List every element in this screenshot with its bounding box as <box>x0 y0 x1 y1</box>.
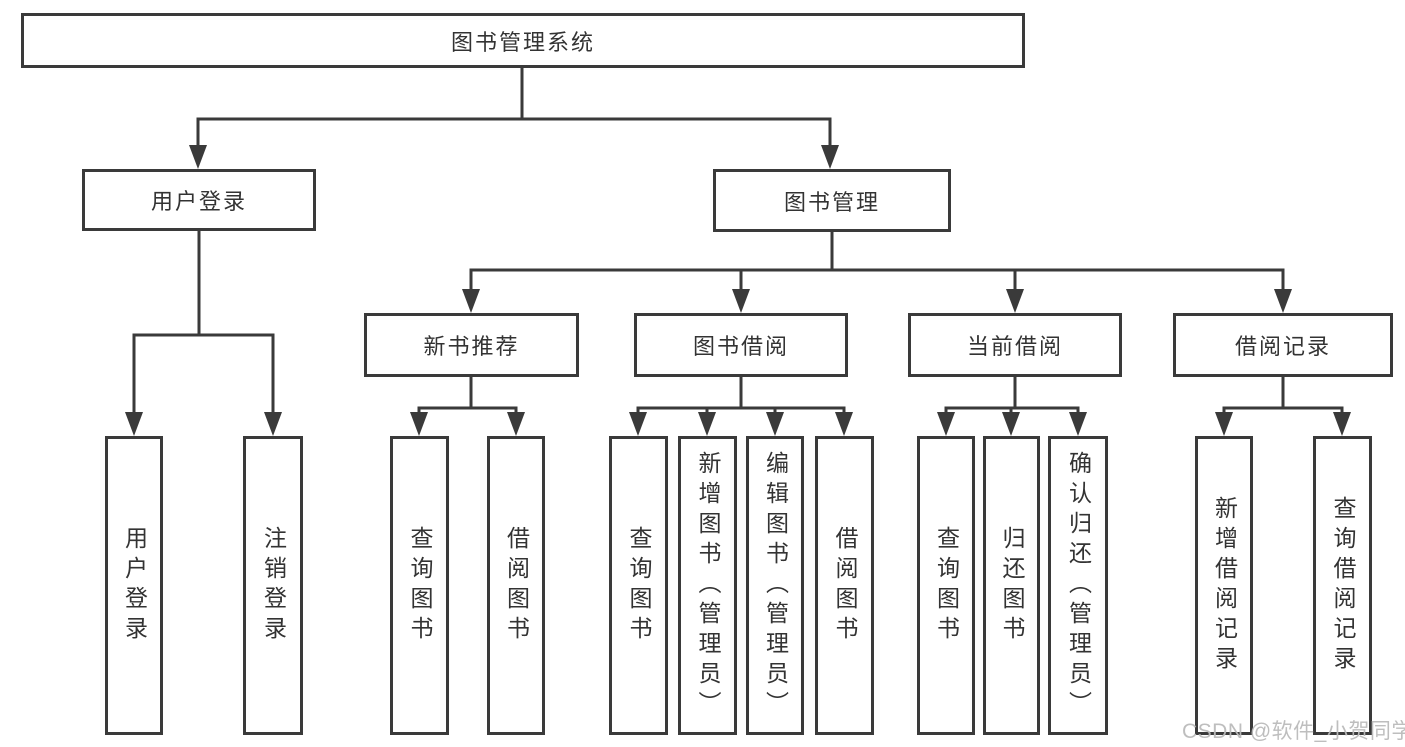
node-add-book-admin: 新增图书（管理员） <box>678 436 737 735</box>
current-borrow-connector <box>937 377 1087 436</box>
node-return-books: 归还图书 <box>983 436 1040 735</box>
new-book-connector <box>410 377 525 436</box>
node-new-book-recommend: 新书推荐 <box>364 313 579 377</box>
node-book-management-branch: 图书管理 <box>713 169 951 232</box>
node-add-borrow-record: 新增借阅记录 <box>1195 436 1253 735</box>
node-user-login-branch: 用户登录 <box>82 169 316 231</box>
node-edit-book-admin: 编辑图书（管理员） <box>746 436 804 735</box>
node-borrow-records: 借阅记录 <box>1173 313 1393 377</box>
node-query-books-borrow: 查询图书 <box>609 436 668 735</box>
watermark: CSDN @软件_小贺同学 <box>1182 720 1405 743</box>
node-logout: 注销登录 <box>243 436 303 735</box>
node-query-books-current: 查询图书 <box>917 436 975 735</box>
node-root: 图书管理系统 <box>21 13 1025 68</box>
node-borrow-books-recommend: 借阅图书 <box>487 436 545 735</box>
node-current-borrow: 当前借阅 <box>908 313 1122 377</box>
node-user-login: 用户登录 <box>105 436 163 735</box>
node-query-borrow-record: 查询借阅记录 <box>1313 436 1372 735</box>
node-confirm-return-admin: 确认归还（管理员） <box>1048 436 1108 735</box>
book-borrow-connector <box>629 377 853 436</box>
book-management-connector <box>462 232 1292 313</box>
root-connector <box>189 68 839 169</box>
node-borrow-books-leaf: 借阅图书 <box>815 436 874 735</box>
node-book-borrow: 图书借阅 <box>634 313 848 377</box>
borrow-records-connector <box>1215 377 1351 436</box>
node-query-books-recommend: 查询图书 <box>390 436 449 735</box>
user-login-connector <box>125 231 282 436</box>
